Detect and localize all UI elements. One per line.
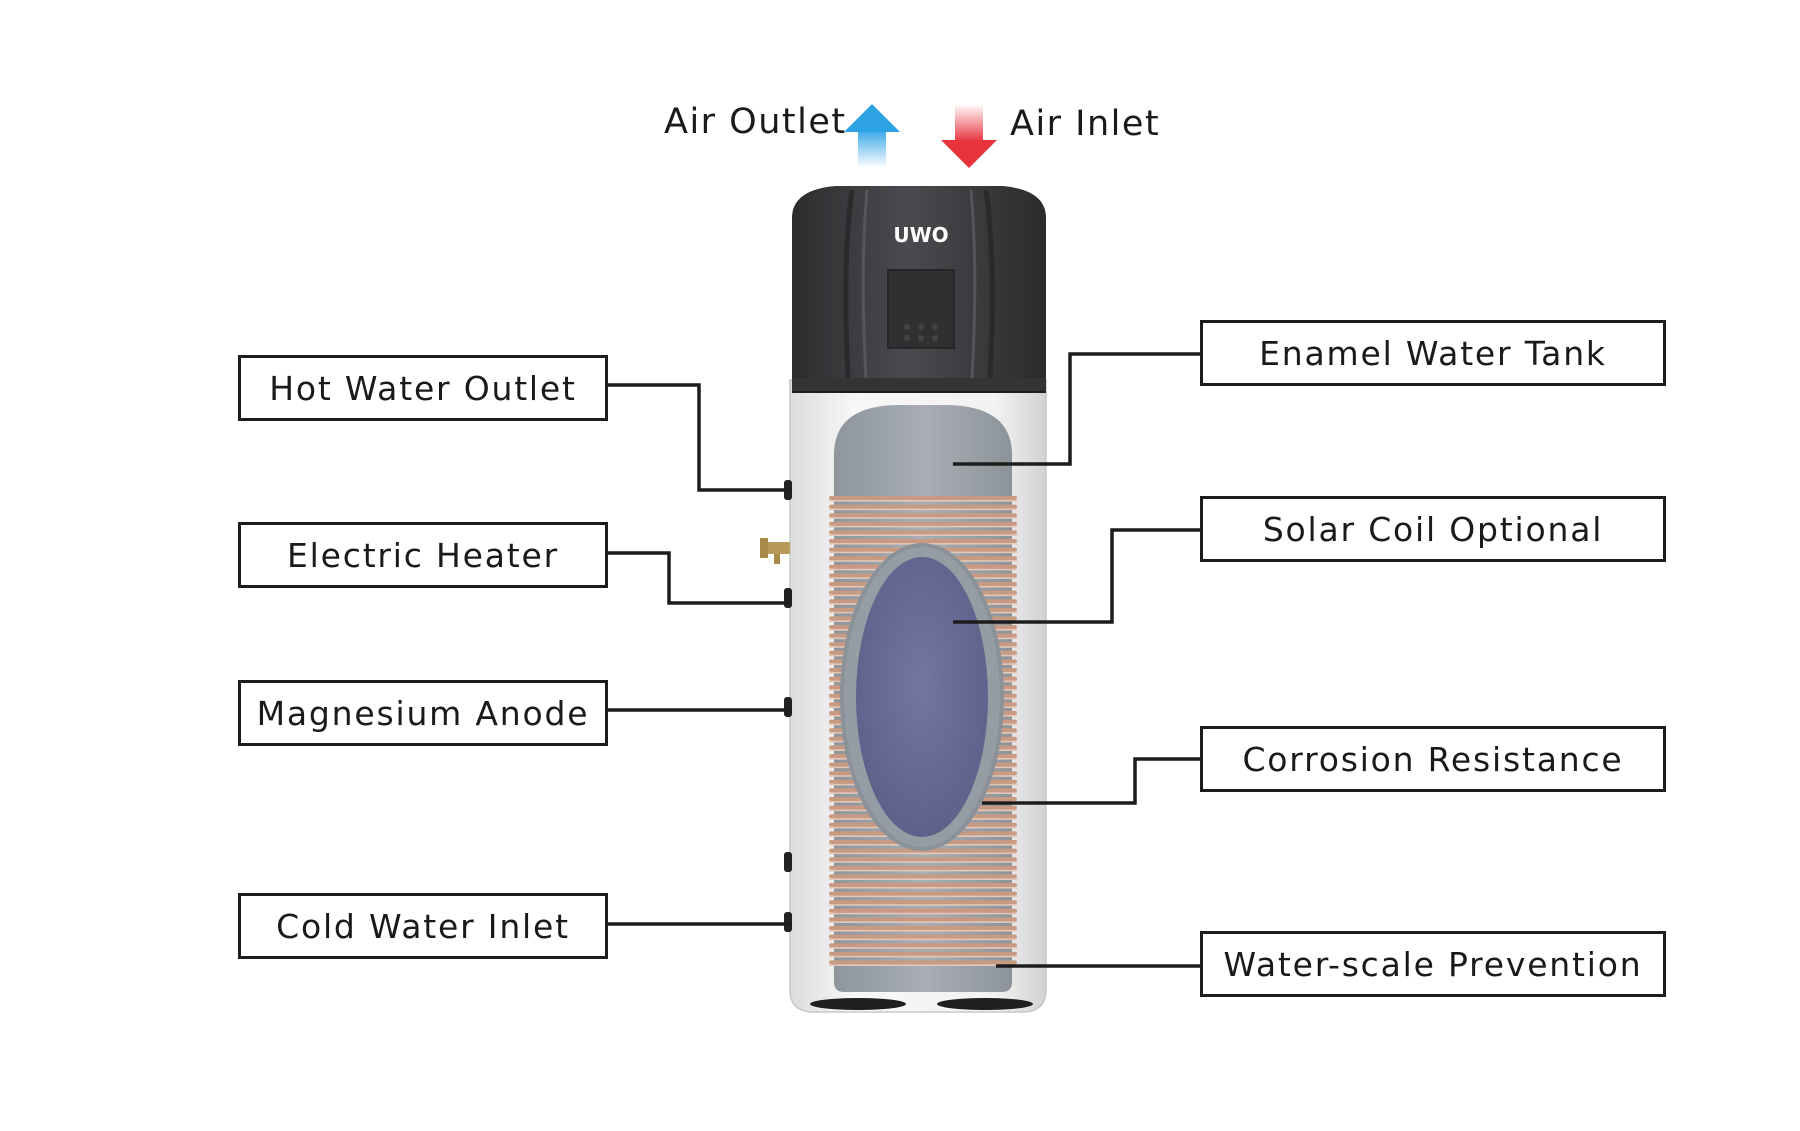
water-scale-prevention-label: Water-scale Prevention [1200, 931, 1666, 997]
coil-ring-highlight [829, 861, 1017, 863]
coil-ring [829, 521, 1017, 526]
coil-ring [829, 908, 1017, 913]
enamel-water-tank-label: Enamel Water Tank [1200, 320, 1666, 386]
heat-pump-head-unit: UWO [792, 186, 1046, 393]
coil-ring-highlight [829, 947, 1017, 949]
coil-ring [829, 504, 1017, 509]
leader-corrosion-resistance [982, 757, 1200, 805]
coil-ring-highlight [829, 895, 1017, 898]
magnesium-anode-label: Magnesium Anode [238, 680, 608, 746]
coil-ring [829, 865, 1017, 870]
coil-ring-highlight [829, 904, 1017, 906]
coil-ring [829, 917, 1017, 922]
leader-hot-water-outlet [608, 383, 790, 492]
solar-coil-optional-label: Solar Coil Optional [1200, 496, 1666, 562]
coil-ring-highlight [829, 912, 1017, 915]
leader-solar-coil-optional [953, 528, 1200, 624]
hot-water-outlet-label: Hot Water Outlet [238, 355, 608, 421]
coil-ring-highlight [829, 921, 1017, 923]
leader-lines [608, 352, 1200, 968]
coil-ring [829, 943, 1017, 948]
coil-ring-highlight [829, 887, 1017, 889]
brand-logo: UWO [893, 223, 948, 247]
corrosion-resistance-label: Corrosion Resistance [1200, 726, 1666, 792]
enamel-window [840, 543, 1004, 851]
coil-ring [829, 951, 1017, 956]
coil-ring [829, 900, 1017, 905]
leader-enamel-water-tank [953, 352, 1200, 466]
leader-electric-heater [608, 551, 790, 605]
cold-water-inlet-label: Cold Water Inlet [238, 893, 608, 959]
coil-ring [829, 926, 1017, 930]
coil-ring [829, 883, 1017, 887]
coil-ring [829, 530, 1017, 535]
coil-ring [829, 857, 1017, 862]
side-fittings [784, 480, 792, 932]
coil-ring-highlight [829, 938, 1017, 941]
coil-ring-highlight [829, 878, 1017, 880]
air-inlet-label: Air Inlet [1010, 104, 1161, 144]
coil-ring [829, 960, 1017, 965]
coil-ring-highlight [829, 517, 1017, 519]
coil-ring [829, 934, 1017, 939]
coil-ring-highlight [829, 930, 1017, 932]
coil-ring [829, 874, 1017, 879]
coil-ring-highlight [829, 869, 1017, 872]
coil-ring [829, 539, 1017, 543]
coil-ring-highlight [829, 964, 1017, 966]
air-inlet-arrow-icon [941, 104, 997, 168]
coil-ring-highlight [829, 534, 1017, 536]
electric-heater-label: Electric Heater [238, 522, 608, 588]
air-outlet-label: Air Outlet [664, 102, 847, 142]
coil-ring-highlight [829, 525, 1017, 528]
coil-ring-highlight [829, 508, 1017, 511]
coil-ring-highlight [829, 852, 1017, 855]
coil-ring [829, 496, 1017, 500]
coil-ring [829, 891, 1017, 896]
coil-ring [829, 513, 1017, 518]
coil-ring-highlight [829, 955, 1017, 958]
valve-icon [760, 538, 790, 564]
coil-ring-highlight [829, 500, 1017, 502]
air-outlet-arrow-icon [844, 104, 900, 168]
